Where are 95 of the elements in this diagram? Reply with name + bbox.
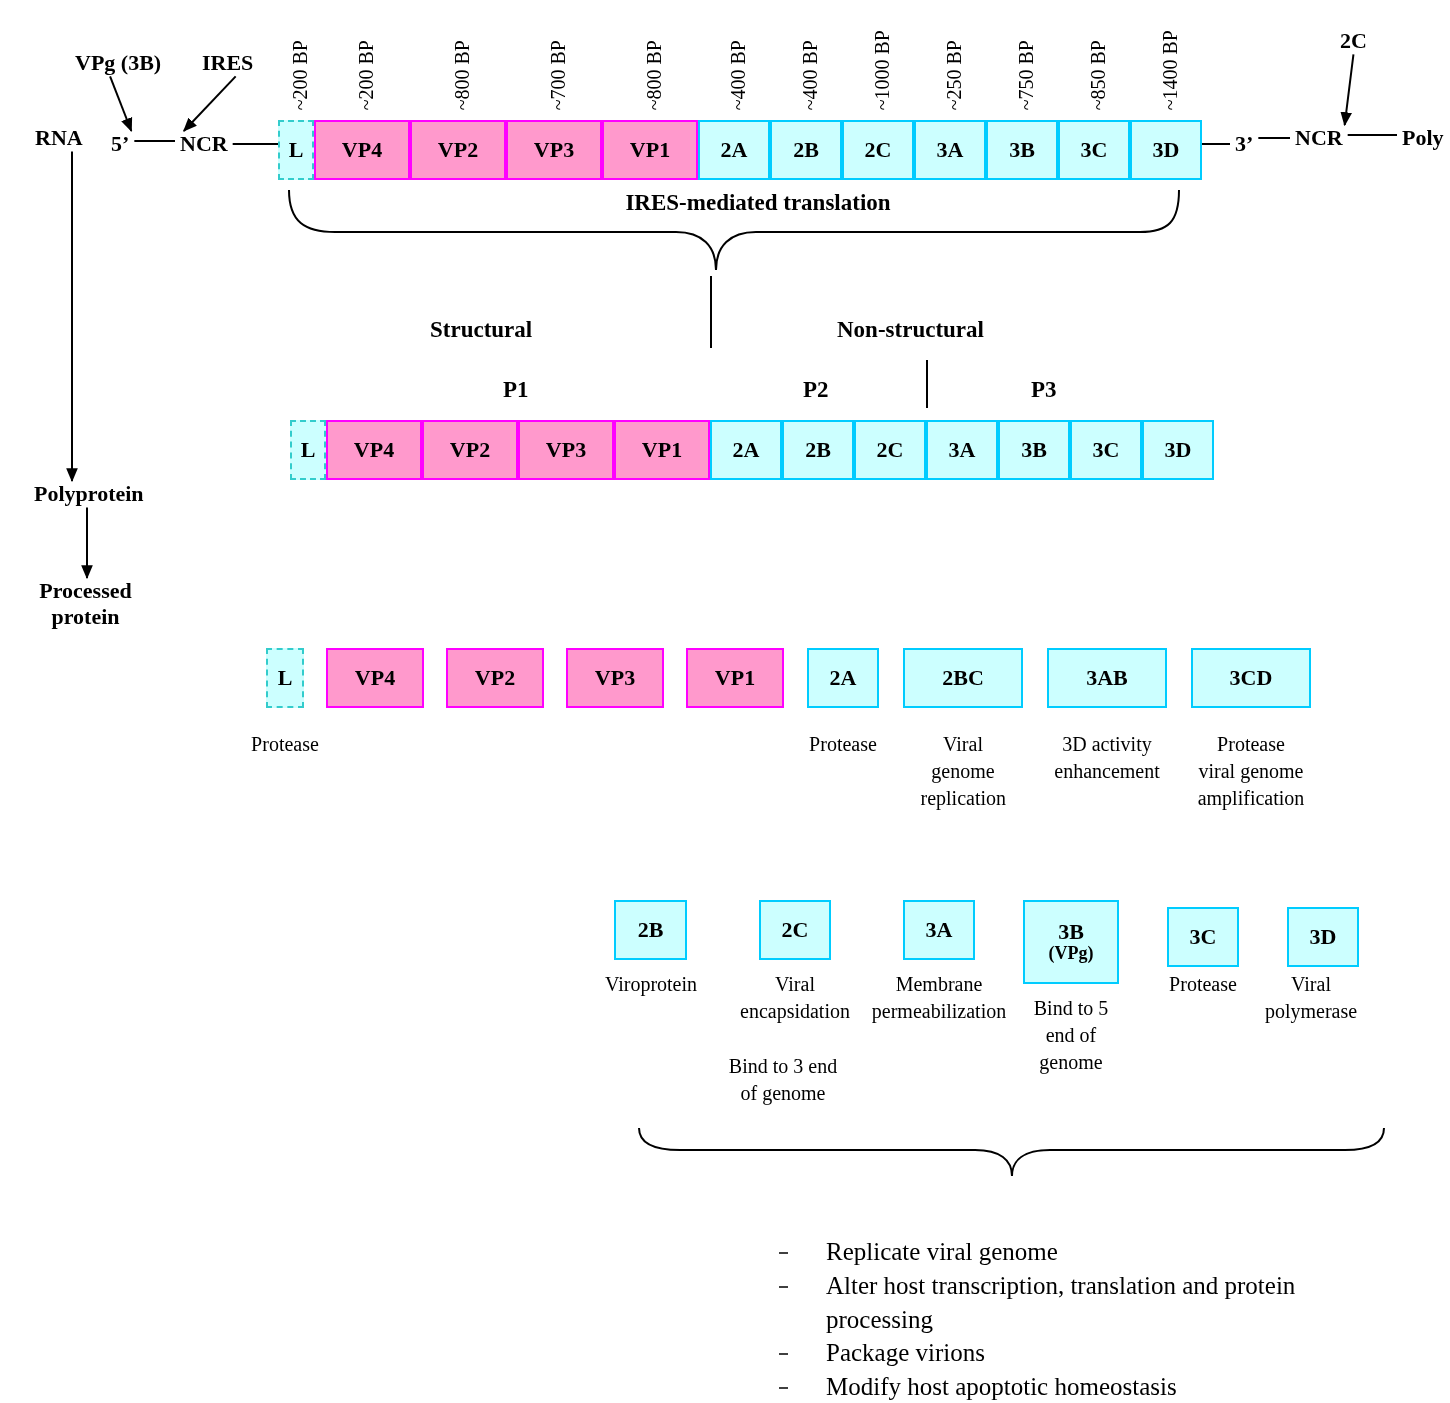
protein-segment-box: 3C [1058,120,1130,180]
protein-segment-box: 2A [698,120,770,180]
arrow [109,75,133,133]
function-label: Protease [808,732,878,757]
protein-segment-box: 2B [770,120,842,180]
protein-segment-box: 2A [710,420,782,480]
group-label: P3 [1031,377,1057,403]
protein-segment-box: VP3 [566,648,664,708]
function-label: Bind to 3 end of genome [727,1054,839,1107]
protein-segment-box: 3A [903,900,975,960]
bullet-item: Package virions [826,1338,986,1368]
region-label: NCR [1290,125,1348,152]
protein-segment-box: VP2 [410,120,506,180]
protein-segment-box: 3A [914,120,986,180]
region-label: 3’ [1230,131,1259,158]
protein-segment-box: L [278,120,314,180]
region-label: NCR [175,131,233,158]
protein-segment-box: 3B [986,120,1058,180]
arrow [182,75,237,132]
group-label: P1 [503,377,529,403]
protein-segment-box: 2C [759,900,831,960]
bullet-item: Alter host transcription, translation and protein processing [826,1271,1296,1335]
region-label: RNA [30,125,88,152]
protein-segment-box: VP1 [614,420,710,480]
function-label: Membrane permeabilization [870,972,1008,1025]
bullet-item: Replicate viral genome [826,1237,1059,1267]
protein-segment-box: VP3 [506,120,602,180]
function-label: Viral polymerase [1263,972,1359,1025]
size-label: ~800 BP [642,39,666,110]
connector-line [133,140,176,142]
arrow [81,506,93,580]
size-label: ~250 BP [942,39,966,110]
protein-segment-box: 2C [854,420,926,480]
group-label: P2 [803,377,829,403]
protein-segment-box: VP3 [518,420,614,480]
group-label: Structural [430,317,533,343]
protein-segment-box: 3A [926,420,998,480]
protein-segment-box: 2BC [903,648,1023,708]
region-label: Poly [1397,125,1449,152]
protein-segment-box: 3CD [1191,648,1311,708]
size-label: ~200 BP [288,39,312,110]
protein-segment-box: 3B (VPg) [1023,900,1119,984]
protein-segment-box: 2A [807,648,879,708]
protein-segment-box: 3D [1130,120,1202,180]
region-label: VPg (3B) [70,50,167,77]
connector-line [1257,137,1291,139]
protein-segment-box: 3D [1287,907,1359,967]
size-label: ~700 BP [546,39,570,110]
protein-segment-box: 3B [998,420,1070,480]
protein-segment-box: VP2 [422,420,518,480]
region-label: 2C [1335,28,1372,55]
region-label: IRES [197,50,259,77]
size-label: ~400 BP [798,39,822,110]
arrow [66,150,78,483]
connector-line [1346,134,1398,136]
connector-line [231,143,279,145]
size-label: ~200 BP [354,39,378,110]
connector-line [1201,143,1231,145]
size-label: ~800 BP [450,39,474,110]
region-label: 5’ [106,131,135,158]
region-label: Polyprotein [29,481,149,508]
function-label: viral genome amplification [1196,759,1306,812]
protein-segment-box: VP4 [326,648,424,708]
group-label: Non-structural [837,317,984,343]
protein-segment-box: VP4 [314,120,410,180]
protein-segment-box: VP1 [686,648,784,708]
protein-segment-box: 3C [1070,420,1142,480]
region-label: Processed protein [23,578,148,631]
size-label: ~850 BP [1086,39,1110,110]
size-label: ~400 BP [726,39,750,110]
function-label: Viral encapsidation [739,972,851,1025]
protein-segment-box: 2B [782,420,854,480]
protein-segment-box: 2C [842,120,914,180]
protein-segment-box: VP2 [446,648,544,708]
protein-segment-box: VP1 [602,120,698,180]
function-label: Protease [250,732,320,757]
function-label: Viral genome replication [920,732,1006,812]
size-label: ~1000 BP [870,29,894,110]
bullet-item: Modify host apoptotic homeostasis [826,1372,1178,1402]
protein-segment-box: 3D [1142,420,1214,480]
protein-segment-box: 2B [614,900,687,960]
function-label: 3D activity enhancement [1053,732,1161,784]
protein-segment-box: L [266,648,304,708]
function-label: Viroprotein [603,972,699,998]
function-label: Protease [1216,732,1286,757]
protein-segment-box: VP4 [326,420,422,480]
protein-segment-box: L [290,420,326,480]
size-label: ~1400 BP [1158,29,1182,110]
function-label: Bind to 5 end of genome [1032,996,1110,1076]
size-label: ~750 BP [1014,39,1038,110]
protein-segment-box: 3AB [1047,648,1167,708]
protein-segment-box: 3C [1167,907,1239,967]
arrow [1340,53,1355,127]
function-label: Protease [1168,972,1238,997]
brace-label: IRES-mediated translation [625,190,891,216]
